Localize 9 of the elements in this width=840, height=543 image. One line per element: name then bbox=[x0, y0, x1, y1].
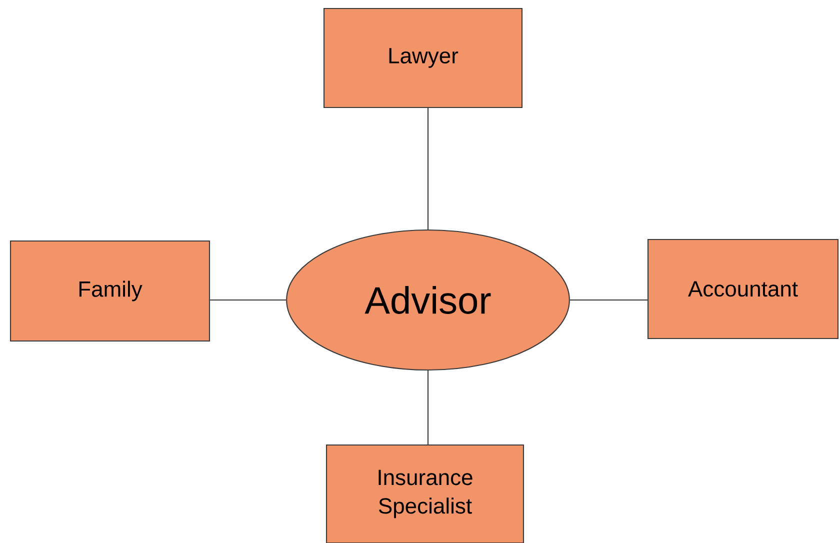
process-box: Insurance Specialist bbox=[326, 444, 524, 543]
connector-line bbox=[570, 299, 648, 301]
process-box: Family bbox=[10, 240, 210, 342]
connector-line bbox=[210, 299, 286, 301]
connector-line bbox=[427, 370, 429, 444]
connector-line bbox=[427, 108, 429, 230]
process-box: Accountant bbox=[647, 238, 839, 340]
ellipse-node: Advisor bbox=[286, 229, 570, 371]
process-box: Lawyer bbox=[323, 8, 523, 108]
